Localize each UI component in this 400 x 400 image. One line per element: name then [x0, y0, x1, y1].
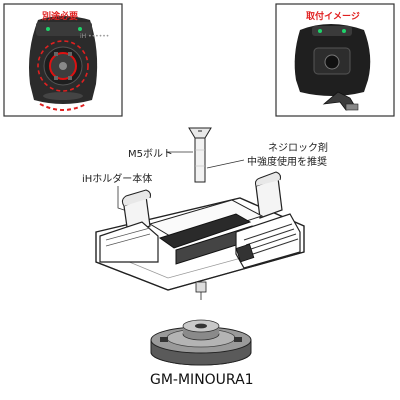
- holder-body-image: [95, 171, 305, 300]
- left-inset: [3, 3, 123, 117]
- holder-label: iHホルダー本体: [82, 174, 153, 185]
- mounted-device-image: [294, 24, 371, 111]
- threadlock-leader: [206, 159, 245, 169]
- right-inset-title: 取付イメージ: [306, 12, 360, 22]
- bolt-label: M5ボルト: [128, 149, 173, 160]
- threadlock-strength-label: 中強度使用を推奨: [247, 157, 327, 168]
- left-inset-title: 別途必要: [42, 12, 79, 22]
- m5-bolt: [188, 127, 212, 183]
- adapter-label: GM-MINOURA1: [150, 372, 254, 388]
- right-inset: [275, 3, 395, 117]
- device-rear-image: [29, 16, 98, 111]
- adapter-image: [150, 319, 252, 366]
- threadlock-label: ネジロック剤: [268, 143, 328, 154]
- left-inset-device-text: iH ••••••: [80, 33, 110, 40]
